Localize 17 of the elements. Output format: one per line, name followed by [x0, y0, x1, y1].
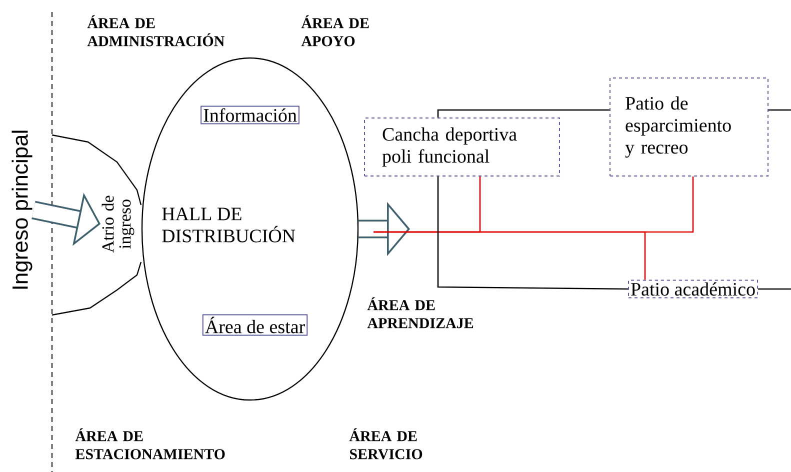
- connector-line: [437, 176, 628, 290]
- connector-line: [758, 288, 791, 290]
- info-box: Información: [200, 106, 300, 124]
- connector-line: [768, 109, 791, 111]
- area-box: Área de estar: [202, 314, 308, 336]
- area-label: ÁREA DE ADMINISTRACIÓN: [87, 15, 224, 46]
- entrance-label: Ingreso principal: [12, 130, 32, 289]
- area-label: ÁREA DE ESTACIONAMIENTO: [75, 428, 225, 460]
- zone-box: Cancha deportiva poli funcional: [364, 118, 560, 176]
- entrance-text: Atrio de ingreso: [52, 134, 142, 316]
- area-label: ÁREA DE SERVICIO: [349, 428, 422, 460]
- connector-line: [374, 231, 646, 280]
- zone-box: Patio de esparcimiento y recreo: [610, 78, 768, 176]
- connector-line: [437, 109, 610, 118]
- area-label: ÁREA DE APRENDIZAJE: [367, 297, 474, 328]
- zone-box: Patio académico: [628, 280, 758, 298]
- area-label: ÁREA DE APOYO: [301, 15, 369, 46]
